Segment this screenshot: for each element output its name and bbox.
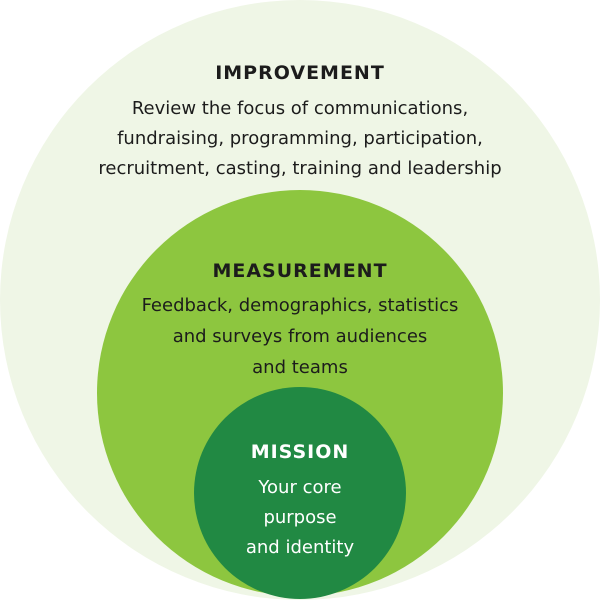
improvement-title: IMPROVEMENT	[215, 62, 385, 84]
mission-title: MISSION	[250, 441, 350, 463]
mission-description: Your core purpose and identity	[245, 477, 355, 558]
inner-circle-mission	[194, 387, 406, 599]
improvement-description: Review the focus of communications, fund…	[98, 98, 502, 179]
measurement-title: MEASUREMENT	[212, 260, 388, 282]
measurement-description: Feedback, demographics, statistics and s…	[141, 295, 459, 378]
